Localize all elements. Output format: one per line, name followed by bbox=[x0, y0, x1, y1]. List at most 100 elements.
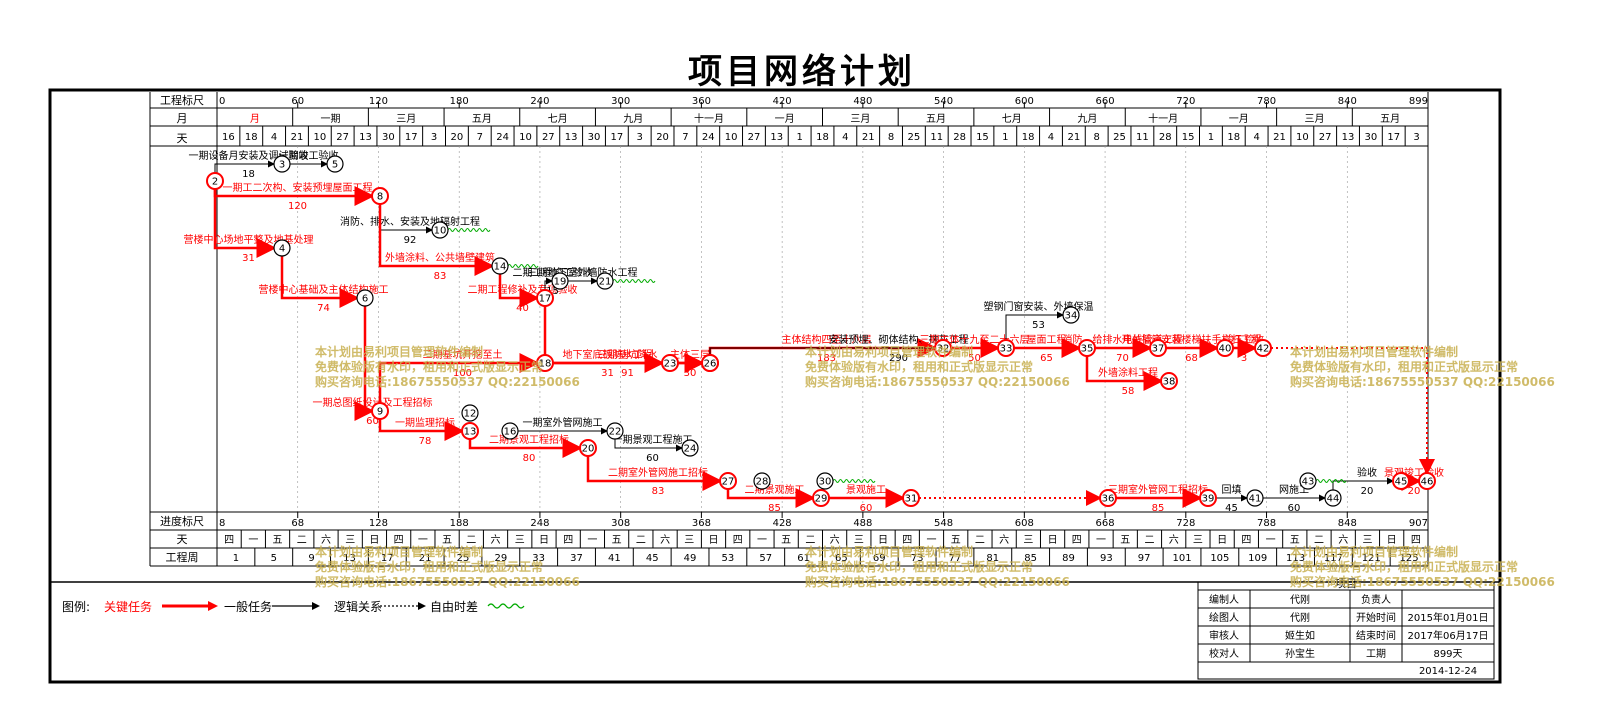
progress-tick-label: 848 bbox=[1338, 518, 1357, 529]
event-node-number: 28 bbox=[756, 477, 769, 488]
event-node: 26 bbox=[701, 354, 719, 372]
info-cell: 审核人 bbox=[1209, 629, 1239, 642]
event-node-circle bbox=[273, 155, 291, 173]
activity-duration: 78 bbox=[419, 436, 432, 447]
day-cell: 18 bbox=[1227, 132, 1240, 143]
weekday-cell: 一 bbox=[248, 535, 258, 546]
activity-duration: 80 bbox=[523, 453, 536, 464]
event-node-number: 14 bbox=[494, 262, 507, 273]
activity-line bbox=[544, 277, 553, 290]
month-cell: 五月 bbox=[926, 113, 946, 125]
event-node-number: 38 bbox=[1163, 377, 1176, 388]
free-float-line bbox=[612, 279, 656, 283]
activity-duration: 100 bbox=[453, 368, 472, 379]
weekday-cell: 四 bbox=[1241, 535, 1251, 546]
week-cell: 9 bbox=[308, 553, 314, 564]
event-node: 8 bbox=[371, 187, 389, 205]
activity-label: 一期竣工验收 bbox=[279, 149, 339, 162]
event-node-circle bbox=[1149, 339, 1167, 357]
watermark-text: 购买咨询电话:18675550537 QQ:22150066 bbox=[1290, 574, 1555, 589]
activity-arrow: 三期地下室外墙防水工程 bbox=[528, 266, 638, 285]
progress-tick-label: 608 bbox=[1015, 518, 1034, 529]
day-cell: 4 bbox=[842, 132, 848, 143]
info-cell: 899天 bbox=[1433, 649, 1462, 660]
activity-line bbox=[378, 419, 465, 441]
event-node: 30 bbox=[816, 472, 834, 490]
watermark: 本计划由易利项目管理软件编制免费体验版有水印，租用和正式版显示正常购买咨询电话:… bbox=[315, 544, 580, 589]
week-cell: 125 bbox=[1400, 553, 1419, 564]
page-title: 项目网络计划 bbox=[688, 52, 916, 92]
month-cell: 一月 bbox=[1229, 113, 1249, 125]
event-node-circle bbox=[1254, 339, 1272, 357]
watermark-group: 本计划由易利项目管理软件编制免费体验版有水印，租用和正式版显示正常购买咨询电话:… bbox=[315, 344, 1555, 589]
weekday-cell: 一 bbox=[587, 535, 597, 546]
event-node-circle bbox=[1299, 472, 1317, 490]
event-node: 12 bbox=[461, 404, 479, 422]
week-cell: 89 bbox=[1062, 553, 1075, 564]
day-cell: 18 bbox=[1022, 132, 1035, 143]
event-node-number: 21 bbox=[599, 277, 612, 288]
watermark-text: 免费体验版有水印，租用和正式版显示正常 bbox=[1290, 559, 1518, 574]
progress-tick-label: 668 bbox=[1096, 518, 1115, 529]
event-node-circle bbox=[206, 172, 224, 190]
event-node: 10 bbox=[431, 221, 449, 239]
week-cell: 113 bbox=[1286, 553, 1305, 564]
scale-tick-label: 480 bbox=[853, 96, 872, 107]
activity-label: 营楼中心基础及主体结构施工 bbox=[259, 283, 389, 296]
day-cell: 21 bbox=[862, 132, 875, 143]
month-cell: 十一月 bbox=[694, 112, 724, 125]
event-node-number: 37 bbox=[1152, 344, 1165, 355]
activity-line bbox=[378, 204, 495, 276]
legend-label: 图例: bbox=[62, 600, 90, 614]
event-node: 6 bbox=[356, 289, 374, 307]
event-node-number: 40 bbox=[1219, 344, 1232, 355]
event-node-number: 32 bbox=[937, 344, 950, 355]
weekday-cell: 六 bbox=[1338, 534, 1348, 546]
event-node-number: 24 bbox=[684, 444, 697, 455]
info-cell: 姬生如 bbox=[1285, 629, 1315, 642]
day-cell: 13 bbox=[565, 132, 578, 143]
week-cell: 13 bbox=[343, 553, 356, 564]
sheet-frame bbox=[48, 88, 1502, 684]
weekday-cell: 六 bbox=[660, 534, 670, 546]
legend-normal-arrow bbox=[312, 602, 320, 610]
day-cell: 27 bbox=[1319, 132, 1332, 143]
week-cell: 45 bbox=[646, 553, 659, 564]
week-cell: 5 bbox=[271, 553, 277, 564]
event-node-number: 34 bbox=[1065, 311, 1078, 322]
day-cell: 21 bbox=[1067, 132, 1080, 143]
event-node-number: 45 bbox=[1395, 477, 1408, 488]
event-node-circle bbox=[273, 239, 291, 257]
month-cell: 九月 bbox=[1077, 113, 1097, 125]
week-cell: 69 bbox=[873, 553, 886, 564]
month-cell: 一期 bbox=[321, 113, 341, 125]
event-node: 36 bbox=[1099, 489, 1117, 507]
activity-label: 三期基坑开挖至土 bbox=[423, 348, 503, 361]
day-cell: 10 bbox=[725, 132, 738, 143]
activity-label: 屋面工程 bbox=[1027, 334, 1067, 346]
info-project-label: 项目 bbox=[1335, 577, 1357, 590]
weekday-cell: 二 bbox=[1314, 535, 1324, 546]
scale-tick-label: 300 bbox=[611, 96, 630, 107]
event-node-circle bbox=[431, 221, 449, 239]
scale-tick-label: 720 bbox=[1176, 96, 1195, 107]
event-node-number: 18 bbox=[539, 359, 552, 370]
watermark-text: 本计划由易利项目管理软件编制 bbox=[315, 544, 483, 559]
event-node: 4 bbox=[273, 239, 291, 257]
day-cell: 7 bbox=[477, 132, 483, 143]
event-node: 18 bbox=[536, 354, 554, 372]
progress-tick-label: 907 bbox=[1409, 518, 1428, 529]
scale-tick-label: 360 bbox=[692, 96, 711, 107]
activity-line bbox=[1332, 477, 1394, 490]
day-cell: 30 bbox=[588, 132, 601, 143]
weekday-cell: 四 bbox=[394, 535, 404, 546]
week-cell: 105 bbox=[1210, 553, 1229, 564]
watermark-text: 本计划由易利项目管理软件编制 bbox=[1290, 544, 1458, 559]
activity-line bbox=[280, 256, 360, 308]
info-cell: 绘图人 bbox=[1209, 611, 1239, 624]
event-node: 23 bbox=[661, 354, 679, 372]
day-cell: 10 bbox=[519, 132, 532, 143]
